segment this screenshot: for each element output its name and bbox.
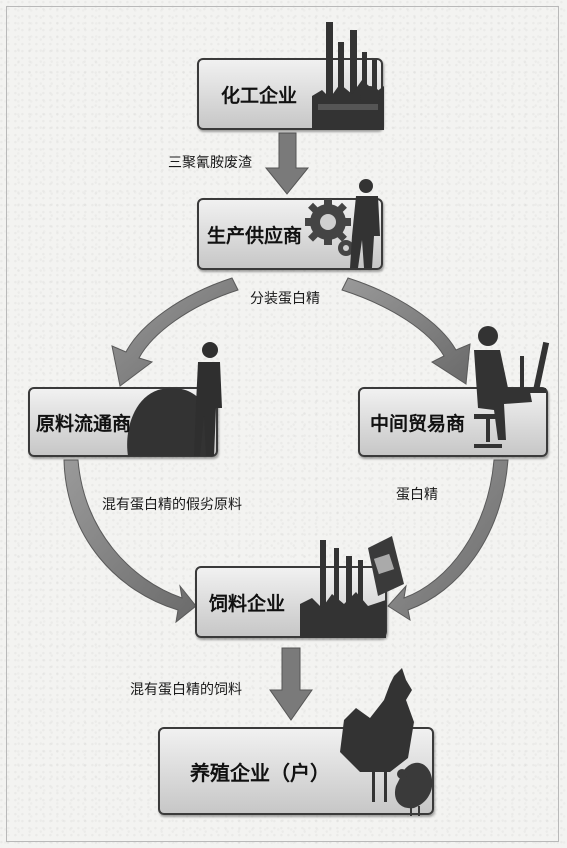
- image-border: [6, 6, 559, 842]
- node-trader: 中间贸易商: [358, 387, 548, 457]
- feed-bag-icon: [368, 536, 404, 596]
- node-chemical-label: 化工企业: [221, 84, 298, 107]
- worker-icon: [350, 179, 380, 268]
- porter-icon: [194, 342, 222, 456]
- hen-icon: [394, 762, 433, 816]
- node-supplier-label: 生产供应商: [207, 224, 303, 247]
- office-worker-icon: [474, 326, 550, 448]
- edge-label-melamine-waste: 三聚氰胺废渣: [168, 155, 252, 171]
- node-trader-label: 中间贸易商: [370, 412, 466, 435]
- arrow-supplier-to-distributor: [111, 277, 239, 387]
- arrow-distributor-to-feed: [63, 459, 197, 624]
- arrow-feed-to-farm: [269, 647, 313, 721]
- node-distributor-label: 原料流通商: [36, 412, 132, 435]
- rooster-icon: [340, 668, 414, 802]
- arrow-chemical-to-supplier: [264, 132, 310, 195]
- factory-icon: [312, 22, 384, 130]
- grain-sack-icon: [127, 388, 212, 456]
- edge-label-protein-powder: 蛋白精: [396, 487, 438, 503]
- gear-icon: [305, 199, 354, 256]
- edge-label-repacked-protein: 分装蛋白精: [250, 291, 320, 307]
- node-feed-label: 饲料企业: [209, 592, 286, 615]
- arrow-supplier-to-trader: [341, 277, 471, 385]
- edge-label-contaminated-feed: 混有蛋白精的饲料: [130, 682, 242, 698]
- feed-factory-icon: [300, 540, 386, 638]
- node-farm-label: 养殖企业（户）: [190, 760, 330, 785]
- edge-label-adulterated-material: 混有蛋白精的假劣原料: [102, 497, 242, 513]
- arrow-trader-to-feed: [387, 459, 509, 622]
